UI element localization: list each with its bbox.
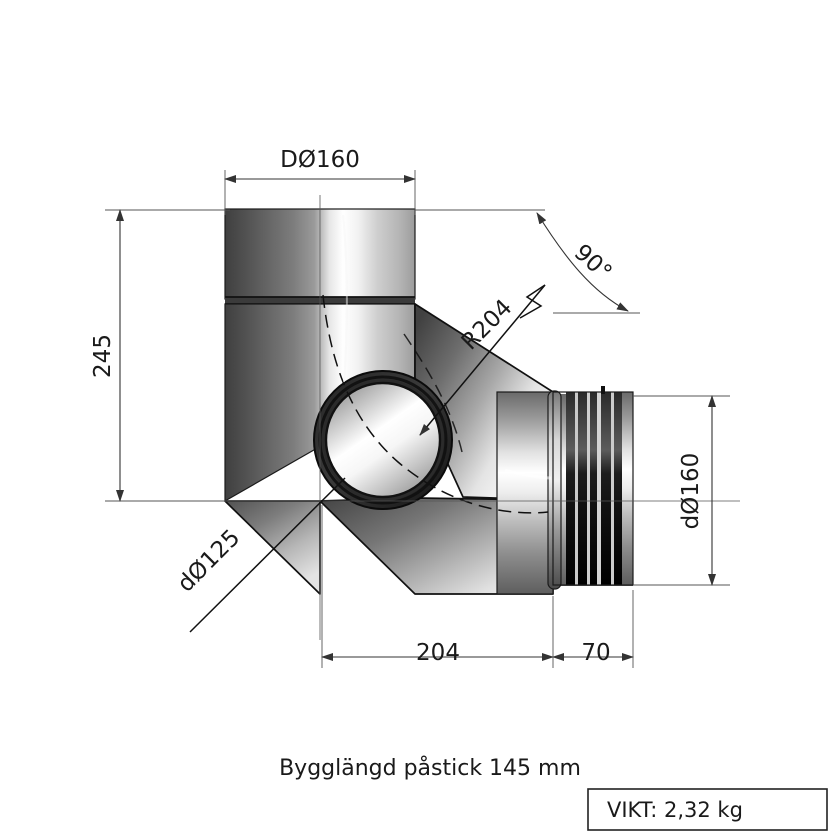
hidden-construction-lines xyxy=(322,294,549,514)
dim-label-radius: R204 xyxy=(457,295,518,356)
dimension-outlet-diameter: dØ160 xyxy=(633,395,730,586)
dim-label-vertical-height: 245 xyxy=(90,334,116,378)
dim-label-outlet-diameter: dØ160 xyxy=(678,453,704,530)
dim-label-top-diameter: DØ160 xyxy=(280,147,360,173)
dimension-horizontal-length: 204 xyxy=(321,505,554,668)
dimension-vertical-height: 245 xyxy=(90,209,320,502)
dim-label-branch-diameter: dØ125 xyxy=(173,525,246,598)
weight-box: VIKT: 2,32 kg xyxy=(587,788,828,831)
branch-socket xyxy=(313,370,453,510)
caption-build-length: Bygglängd påstick 145 mm xyxy=(279,755,581,781)
dimension-top-diameter: DØ160 xyxy=(224,147,416,215)
dim-label-horizontal-length: 204 xyxy=(416,640,460,666)
dim-label-spigot-length: 70 xyxy=(581,640,610,666)
elbow-body xyxy=(224,208,634,595)
dim-label-angle: 90° xyxy=(569,239,617,286)
spigot-with-sealing-rings xyxy=(547,386,634,590)
surface-highlights xyxy=(342,214,552,480)
dimension-spigot-length: 70 xyxy=(552,590,634,668)
horizontal-outlet-barrel xyxy=(496,391,554,595)
weight-label: VIKT: 2,32 kg xyxy=(607,798,743,822)
